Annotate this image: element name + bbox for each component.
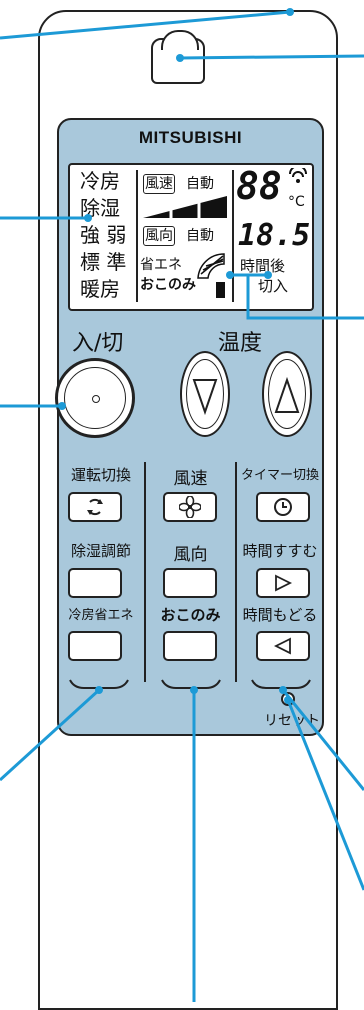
- timer-switch-button-label: タイマー切換: [240, 468, 319, 483]
- temperature-digits: 88: [236, 164, 282, 208]
- eco-indicator: 省エネ: [140, 257, 182, 273]
- triangle-right-icon: [275, 574, 293, 592]
- column-divider: [235, 462, 237, 682]
- fan-auto-indicator: 自動: [186, 176, 214, 192]
- callout-dot: [95, 686, 103, 694]
- signal-icon: [289, 168, 307, 183]
- vane-angle-icon: [197, 253, 225, 298]
- column-divider: [144, 462, 146, 682]
- mode-heat: 暖房: [80, 277, 120, 301]
- power-button[interactable]: [55, 358, 135, 438]
- mode-cool: 冷房: [80, 169, 120, 193]
- time-forward-button-label: 時間すすむ: [242, 542, 318, 560]
- timer-after-label: 時間後: [240, 257, 286, 275]
- vane-button[interactable]: [163, 568, 217, 598]
- ir-window: [151, 30, 205, 84]
- callout-dot: [58, 402, 66, 410]
- callout-dot: [284, 696, 292, 704]
- callout-dot: [190, 686, 198, 694]
- vane-button-label: 風向: [173, 545, 208, 565]
- temperature-label: 温度: [218, 331, 263, 356]
- vane-auto-indicator: 自動: [186, 228, 214, 244]
- mode-dry: 除湿: [80, 196, 120, 220]
- clock-icon: [274, 498, 292, 516]
- fan-button[interactable]: [163, 492, 217, 522]
- cycle-arrows-icon: [87, 498, 103, 516]
- okonomi-indicator: おこのみ: [140, 277, 196, 293]
- callout-dot: [176, 54, 184, 62]
- timer-switch-button[interactable]: [256, 492, 310, 522]
- triangle-left-icon: [273, 637, 291, 655]
- mode-strength: 強 弱: [80, 223, 127, 247]
- triangle-down-icon: [192, 379, 218, 416]
- mode-standard: 標 準: [80, 250, 127, 274]
- triangle-up-icon: [274, 376, 300, 413]
- okonomi-button[interactable]: [163, 631, 217, 661]
- time-back-button-label: 時間もどる: [242, 606, 318, 624]
- power-label: 入/切: [72, 331, 124, 356]
- callout-dot: [279, 686, 287, 694]
- reset-label: リセット: [264, 713, 320, 729]
- mode-button[interactable]: [68, 492, 122, 522]
- temp-down-button[interactable]: [180, 351, 230, 437]
- vane-indicator: 風向: [143, 226, 175, 246]
- callout-dot: [264, 271, 272, 279]
- dehumid-button-label: 除湿調節: [70, 542, 131, 560]
- temperature-unit: °C: [288, 194, 305, 210]
- power-dot-icon: [92, 395, 100, 403]
- time-back-button[interactable]: [256, 631, 310, 661]
- fan-speed-indicator: 風速: [143, 174, 175, 194]
- callout-dot: [226, 271, 234, 279]
- fan-button-label: 風速: [173, 469, 208, 489]
- callout-dot: [84, 214, 92, 222]
- okonomi-button-label: おこのみ: [160, 606, 221, 624]
- cool-eco-button[interactable]: [68, 631, 122, 661]
- lcd-divider: [232, 170, 234, 302]
- cool-eco-button-label: 冷房省エネ: [68, 608, 134, 623]
- temp-up-button[interactable]: [262, 351, 312, 437]
- fan-level-bars: [143, 196, 227, 220]
- brand-logo: MITSUBISHI: [138, 128, 243, 147]
- callout-dot: [286, 8, 294, 16]
- lcd-divider: [136, 170, 138, 302]
- time-forward-button[interactable]: [256, 568, 310, 598]
- dehumid-button[interactable]: [68, 568, 122, 598]
- timer-digits: 18.5: [238, 218, 311, 253]
- fan-icon: [179, 496, 201, 518]
- mode-button-label: 運転切換: [70, 466, 131, 484]
